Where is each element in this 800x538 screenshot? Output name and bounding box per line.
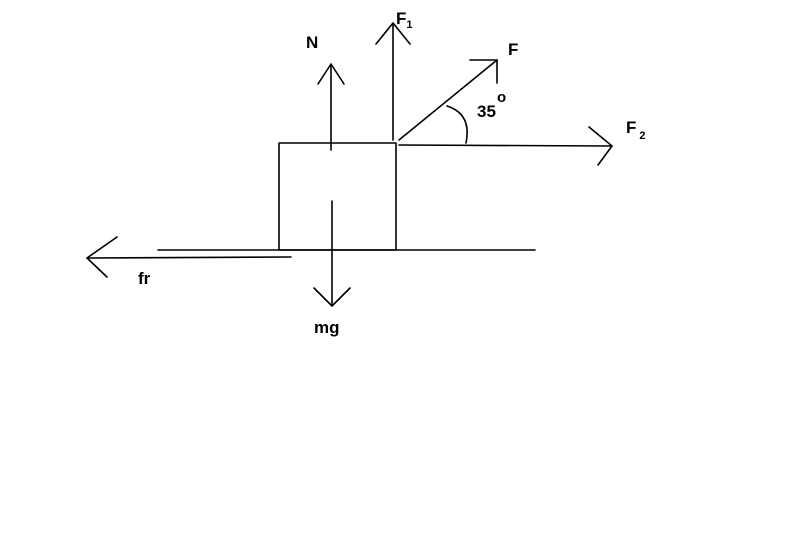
weight-arrow [313, 200, 351, 307]
weight-label: mg [314, 318, 340, 337]
applied-force-label: F [508, 40, 518, 59]
applied-force-arrow [398, 59, 498, 141]
friction-arrow [86, 236, 292, 278]
degree-symbol: o [497, 89, 506, 106]
normal-force-arrow [317, 63, 345, 151]
angle-value: 35 [477, 102, 496, 121]
f1-label: F1 [396, 9, 413, 31]
friction-label: fr [138, 269, 151, 288]
block [278, 142, 397, 251]
angle-arc [446, 105, 468, 144]
f2-component-arrow [398, 126, 613, 166]
normal-force-label: N [306, 33, 318, 52]
f1-component-arrow [375, 22, 411, 141]
